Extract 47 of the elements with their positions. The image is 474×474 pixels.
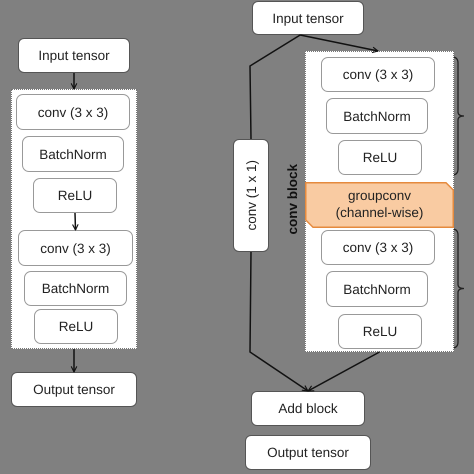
block-label: conv block: [285, 164, 300, 235]
layer-box: [321, 230, 435, 265]
layer-label: conv (1 x 1): [244, 160, 258, 231]
layer-box: [34, 309, 118, 344]
process-box: [251, 391, 365, 426]
layer-label: BatchNorm: [42, 281, 110, 296]
arrow: [307, 351, 380, 392]
layer-box: [326, 98, 428, 134]
arrow: [249, 252, 309, 392]
layer-box: [33, 178, 117, 213]
layer-label: BatchNorm: [343, 108, 411, 124]
layer-box: [16, 94, 130, 130]
layer-label: conv (3 x 3): [342, 67, 414, 82]
layer-label: ReLU: [58, 319, 94, 334]
process-box: [252, 1, 364, 35]
highlighted-layer-box: [305, 182, 454, 228]
layer-label: conv (3 x 3): [38, 104, 108, 120]
layer-label: conv (3 x 3): [342, 240, 414, 255]
layer-label: Input tensor: [272, 10, 344, 26]
layer-label: ReLU: [362, 324, 398, 339]
layer-label: Output tensor: [267, 445, 349, 460]
arrow: [70, 73, 78, 90]
arrow: [70, 349, 78, 373]
block-container: [11, 89, 137, 349]
layer-label: BatchNorm: [39, 146, 107, 162]
layer-box: [338, 140, 422, 175]
layer-box: [338, 314, 422, 349]
layer-label: Input tensor: [38, 48, 110, 63]
layer-box: [24, 271, 127, 306]
layer-label: conv (3 x 3): [40, 240, 111, 256]
layer-box: [18, 230, 133, 266]
layer-label: Add block: [278, 401, 338, 416]
layer-box: [22, 136, 124, 172]
arrow: [72, 212, 79, 231]
arrow: [300, 34, 379, 54]
layer-box: [321, 57, 435, 92]
process-box: [18, 38, 130, 73]
layer-label: BatchNorm: [343, 282, 411, 296]
layer-label: ReLU: [58, 188, 92, 203]
connector-line: [249, 34, 301, 139]
process-box: [245, 435, 371, 470]
layer-box: [326, 271, 428, 307]
layer-label: groupconv (channel-wise): [334, 188, 424, 222]
layer-label: Output tensor: [33, 382, 115, 397]
process-box: [233, 139, 269, 252]
process-box: [11, 372, 137, 407]
layer-label: ReLU: [362, 150, 398, 165]
